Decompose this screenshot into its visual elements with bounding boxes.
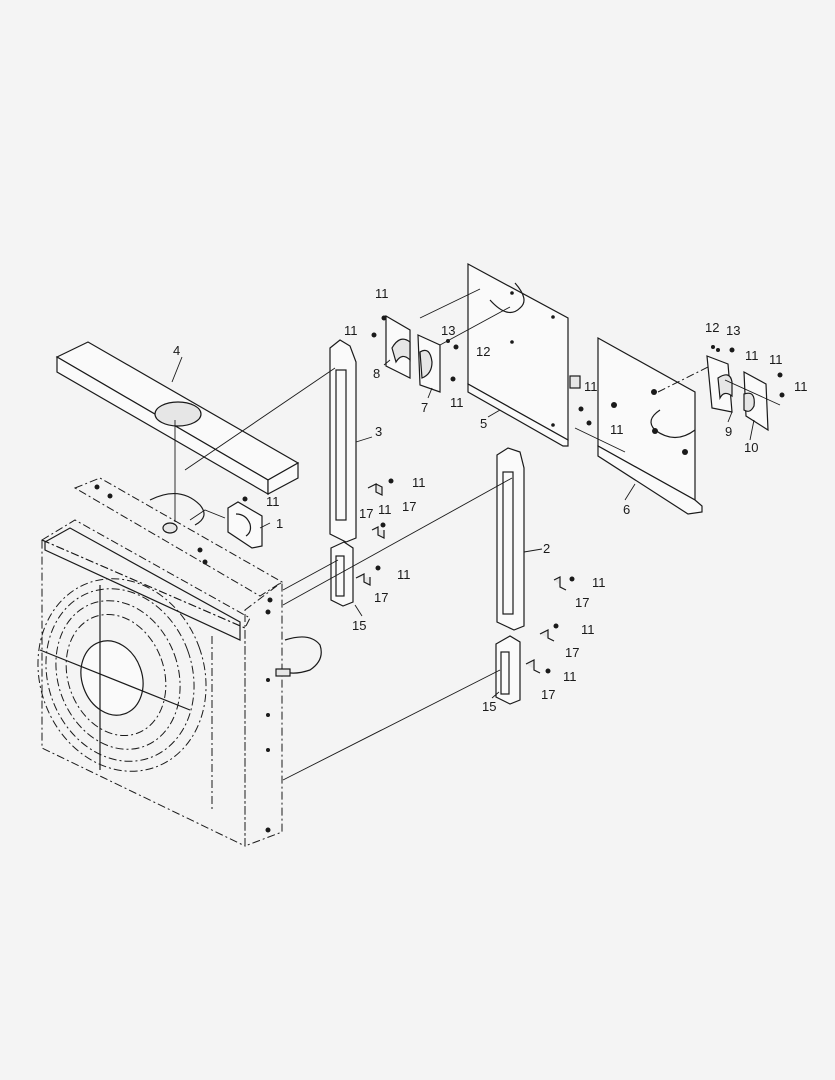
callout-11: 11 bbox=[610, 422, 624, 437]
callout-labels: 11 11 8 7 13 12 11 5 11 11 12 13 11 11 1… bbox=[173, 286, 808, 714]
callout-13: 13 bbox=[726, 323, 740, 338]
part-8-clamp bbox=[385, 314, 411, 379]
callout-11: 11 bbox=[397, 567, 411, 582]
callout-15: 15 bbox=[482, 699, 496, 714]
callout-11: 11 bbox=[769, 352, 783, 367]
callout-10: 10 bbox=[744, 440, 758, 455]
part-7-clamp bbox=[417, 334, 441, 393]
part-15-block-left bbox=[282, 541, 354, 607]
fan-guard bbox=[37, 578, 207, 772]
callout-5: 5 bbox=[480, 416, 487, 431]
callout-17: 17 bbox=[541, 687, 555, 702]
callout-17: 17 bbox=[374, 590, 388, 605]
callout-9: 9 bbox=[725, 424, 732, 439]
callout-11: 11 bbox=[266, 494, 280, 509]
callout-6: 6 bbox=[623, 502, 630, 517]
callout-4: 4 bbox=[173, 343, 180, 358]
bolts bbox=[242, 315, 785, 674]
part-9-clamp bbox=[706, 355, 733, 413]
part-2-strip bbox=[282, 447, 525, 631]
callout-11: 11 bbox=[584, 379, 598, 394]
callout-11: 11 bbox=[344, 323, 358, 338]
callout-11: 11 bbox=[450, 395, 464, 410]
callout-8: 8 bbox=[373, 366, 380, 381]
callout-17: 17 bbox=[575, 595, 589, 610]
callout-17: 17 bbox=[402, 499, 416, 514]
callout-3: 3 bbox=[375, 424, 382, 439]
part-3-strip bbox=[184, 339, 357, 543]
callout-11: 11 bbox=[412, 475, 426, 490]
callout-12: 12 bbox=[476, 344, 490, 359]
callout-15: 15 bbox=[352, 618, 366, 633]
radiator-assembly bbox=[40, 477, 322, 847]
part-4-top-bar bbox=[55, 341, 300, 522]
callout-7: 7 bbox=[421, 400, 428, 415]
callout-17: 17 bbox=[359, 506, 373, 521]
part-15-block-right bbox=[282, 635, 521, 781]
callout-13: 13 bbox=[441, 323, 455, 338]
callout-12: 12 bbox=[705, 320, 719, 335]
callout-11: 11 bbox=[375, 286, 389, 301]
callout-11: 11 bbox=[745, 348, 759, 363]
part-6-panel bbox=[574, 336, 711, 515]
leader-lines bbox=[171, 356, 755, 699]
part-1-flange bbox=[189, 501, 263, 549]
callout-11: 11 bbox=[592, 575, 606, 590]
callout-1: 1 bbox=[276, 516, 283, 531]
part-5-panel bbox=[419, 262, 581, 447]
callout-2: 2 bbox=[543, 541, 550, 556]
callout-11: 11 bbox=[794, 379, 808, 394]
callout-11: 11 bbox=[378, 502, 392, 517]
callout-17: 17 bbox=[565, 645, 579, 660]
callout-11: 11 bbox=[563, 669, 577, 684]
clips-17 bbox=[355, 483, 567, 674]
callout-11: 11 bbox=[581, 622, 595, 637]
part-10-clamp bbox=[724, 370, 781, 432]
